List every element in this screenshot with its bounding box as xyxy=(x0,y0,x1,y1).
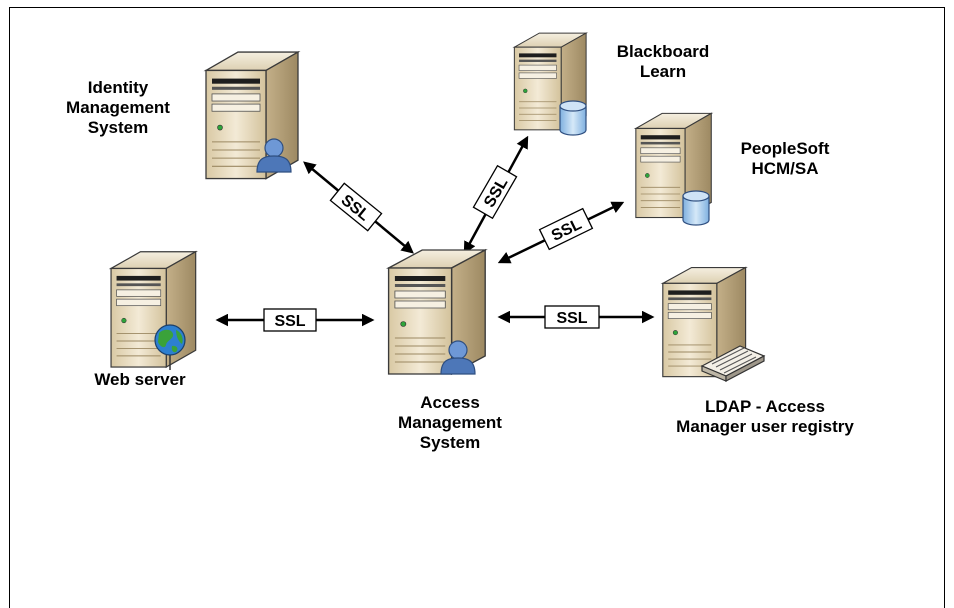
ssl-tag: SSL xyxy=(329,182,383,232)
label-ldap-access-manager: LDAP - Access Manager user registry xyxy=(645,397,885,437)
label-blackboard-learn: Blackboard Learn xyxy=(603,42,723,82)
web-server xyxy=(110,251,197,370)
label-line: Access xyxy=(420,393,480,412)
label-line: Management xyxy=(66,98,170,117)
label-peoplesoft-hcm-sa: PeopleSoft HCM/SA xyxy=(730,139,840,179)
access-management-server xyxy=(387,249,486,375)
connection-identity-access: SSL xyxy=(303,161,414,254)
label-line: Management xyxy=(398,413,502,432)
label-line: PeopleSoft xyxy=(740,139,830,158)
ssl-label: SSL xyxy=(274,313,305,330)
connection-blackboard-access: SSL xyxy=(463,135,529,255)
blackboard-learn-server xyxy=(513,32,587,136)
label-identity-management-system: Identity Management System xyxy=(58,78,178,138)
label-line: Blackboard xyxy=(616,42,710,61)
connection-access-ldap: SSL xyxy=(497,305,655,329)
identity-management-server xyxy=(205,51,299,180)
label-line: Learn xyxy=(639,62,687,81)
label-web-server: Web server xyxy=(80,370,200,390)
ssl-tag: SSL xyxy=(472,164,518,220)
ssl-tag: SSL xyxy=(538,207,594,251)
label-line: Web server xyxy=(94,370,186,389)
label-line: Manager user registry xyxy=(676,417,854,436)
label-line: LDAP - Access xyxy=(705,397,825,416)
ldap-server xyxy=(662,266,766,382)
ssl-tag: SSL xyxy=(263,308,317,332)
label-line: System xyxy=(419,433,481,452)
globe-icon xyxy=(154,324,186,370)
ssl-label: SSL xyxy=(556,310,587,327)
architecture-diagram: SSL SSL SSL SSL SSL xyxy=(110,32,766,382)
connection-peoplesoft-access: SSL xyxy=(497,201,625,264)
database-icon xyxy=(682,190,710,226)
database-icon xyxy=(559,100,587,136)
connection-web-access: SSL xyxy=(215,308,375,332)
diagram-frame xyxy=(9,7,945,608)
label-line: HCM/SA xyxy=(751,159,819,178)
label-line: Identity xyxy=(87,78,149,97)
network-switch-icon xyxy=(700,345,766,382)
label-line: System xyxy=(87,118,149,137)
peoplesoft-server xyxy=(635,112,712,226)
label-access-management-system: Access Management System xyxy=(380,393,520,453)
ssl-tag: SSL xyxy=(544,305,600,329)
